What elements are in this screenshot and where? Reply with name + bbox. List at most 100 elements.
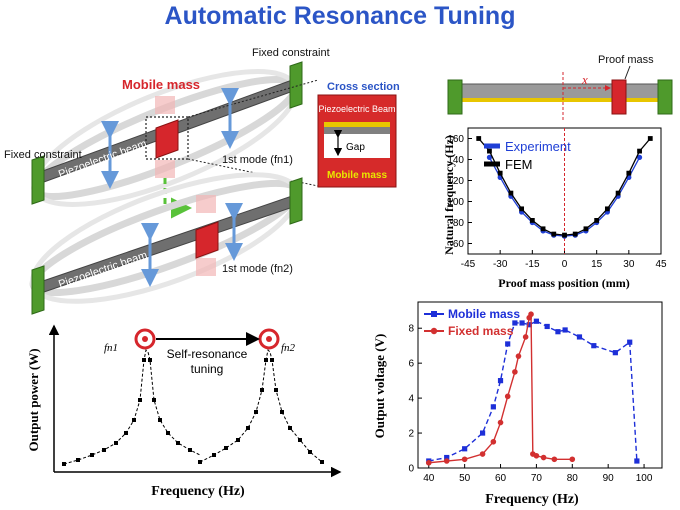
callout-line [187,79,319,118]
tuning-label-2: tuning [191,362,224,376]
fn1-marker-icon [134,328,156,350]
voltage-point-mobile [544,323,550,330]
freq-ylabel: Natural frequency (Hz) [442,135,456,255]
freq-point-fem [647,136,653,141]
voltage-point-fixed [504,393,511,400]
freq-point-fem [626,170,632,176]
piezo-layer [324,122,390,127]
fixed-constraint-right-label: Fixed constraint [252,47,330,59]
voltage-point-mobile [634,458,640,464]
power-markers-fn1 [62,358,192,466]
legend-fixed-mass: Fixed mass [448,324,514,338]
freq-x-tick-label: 30 [623,259,635,270]
voltage-point-fixed [461,456,468,463]
freq-x-tick-label: -45 [461,259,476,270]
freq-x-tick-label: 15 [591,259,603,270]
voltage-point-mobile [444,454,450,461]
legend-experiment: Experiment [505,139,571,154]
voltage-x-tick-label: 60 [495,473,507,484]
voltage-chart-series [425,311,640,466]
freq-point-fem [637,148,642,154]
freq-point-fem [562,232,567,238]
freq-point-fem [519,206,525,212]
fn2-label: fn2 [281,342,296,354]
voltage-point-mobile [479,430,486,436]
voltage-point-fixed [490,438,497,445]
proof-mass-leader [624,65,631,80]
fn1-label: fn1 [104,342,118,354]
mode2-label: 1st mode (fn2) [222,263,293,275]
voltage-y-tick-label: 0 [408,464,414,475]
freq-point-fem [497,170,503,176]
schematic-piezo [460,98,660,102]
voltage-x-tick-label: 90 [603,473,615,484]
voltage-point-fixed [443,458,450,464]
voltage-point-mobile [462,446,468,452]
voltage-y-tick-label: 6 [408,359,414,370]
x-label: x [581,72,588,87]
freq-point-fem [604,206,610,212]
fixed-constraint-right-top [289,61,303,109]
beam-diagram: Fixed constraint Fixed constraint Mobile… [4,47,400,315]
voltage-point-fixed [512,369,518,375]
voltage-ylabel: Output voltage (V) [372,334,387,439]
voltage-point-fixed [528,311,534,318]
voltage-point-mobile [576,334,583,340]
freq-xlabel: Proof mass position (mm) [498,276,629,290]
voltage-point-mobile [562,327,568,333]
freq-chart-series [476,136,653,239]
freq-x-tick-label: -15 [525,259,540,270]
power-curve-fn1 [63,348,201,465]
voltage-y-tick-label: 2 [408,429,414,440]
legend-marker-mobile [431,311,437,317]
voltage-point-fixed [425,459,432,466]
freq-point-experiment [636,154,643,160]
power-markers-fn2 [198,358,324,464]
voltage-point-mobile [612,350,618,356]
freq-point-fem [508,190,514,196]
voltage-point-mobile [497,378,504,384]
freq-point-fem [594,218,600,223]
freq-point-fem [551,231,557,237]
freq-y-tick-label: 120 [447,176,464,187]
voltage-point-mobile [627,339,633,345]
power-diagram: fn1 fn2 Self-resonance tuning Output pow… [26,324,342,499]
voltage-point-fixed [497,419,504,426]
cross-section-callout-box [145,116,189,160]
freq-point-fem [615,190,621,196]
freq-y-tick-label: 160 [447,134,464,145]
freq-y-tick-label: 100 [447,197,464,208]
freq-y-tick-label: 60 [453,239,465,250]
power-ylabel: Output power (W) [26,348,41,451]
freq-x-tick-label: 0 [562,259,568,270]
voltage-y-tick-label: 4 [408,394,414,405]
cross-section-title: Cross section [327,81,400,93]
freq-point-experiment [486,154,493,160]
voltage-point-fixed [569,456,576,463]
power-curve-fn2 [199,348,323,463]
freq-point-fem [583,226,589,232]
power-xlabel: Frequency (Hz) [151,484,245,499]
schematic-proof-mass [611,79,627,115]
fixed-constraint-left-label: Fixed constraint [4,149,82,161]
proof-mass-schematic: x Proof mass [447,54,673,120]
ghost-mass [155,160,175,178]
voltage-x-tick-label: 50 [459,473,471,484]
voltage-point-mobile [512,320,518,326]
fn2-marker-icon [258,328,280,350]
voltage-x-tick-label: 100 [636,473,653,484]
voltage-point-fixed [551,456,558,463]
cross-section-gap-label: Gap [346,142,365,153]
voltage-y-tick-label: 8 [408,324,414,335]
mobile-mass-top [155,119,179,159]
fixed-constraint-right-bottom [289,177,303,225]
voltage-point-mobile [591,343,597,349]
voltage-point-fixed [479,451,486,457]
freq-point-fem [476,136,482,141]
proof-mass-label: Proof mass [598,54,654,66]
